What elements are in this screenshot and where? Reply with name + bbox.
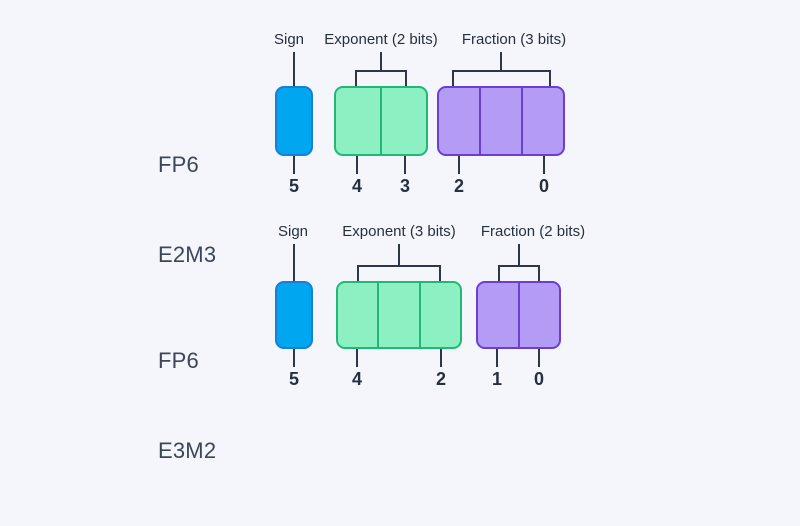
row2-bitnum-0: 0	[533, 369, 545, 389]
row1-fraction-bit-0[interactable]	[521, 88, 563, 154]
row2-bitnum-5: 5	[288, 369, 300, 389]
row2-fraction-box[interactable]	[476, 281, 561, 349]
row2-fraction-bracket-stem	[518, 244, 520, 265]
row1-bitnum-2: 2	[453, 176, 465, 196]
row1-bitnum-3: 3	[399, 176, 411, 196]
row1-sign-bit-5[interactable]	[277, 88, 311, 154]
row2-fraction-bit-1[interactable]	[478, 283, 518, 347]
row1-tick-bit-3	[404, 156, 406, 174]
row2-fraction-bit-0[interactable]	[517, 283, 560, 347]
row2-tick-bit-4	[356, 349, 358, 367]
row1-sign-box[interactable]	[275, 86, 313, 156]
row1-exponent-bracket-stem	[380, 52, 382, 70]
row1-tick-bit-5	[293, 156, 295, 174]
row-label-fp6-e3m2: FP6 E3M2	[158, 286, 216, 526]
row1-exponent-bracket	[355, 70, 407, 86]
row2-tick-bit-2	[440, 349, 442, 367]
row1-sign-leader-line	[293, 52, 295, 86]
row1-sign-title: Sign	[273, 31, 305, 48]
row2-exponent-bit-3[interactable]	[377, 283, 418, 347]
row2-bitnum-2: 2	[435, 369, 447, 389]
row2-exponent-bracket	[357, 265, 441, 281]
row2-sign-bit-5[interactable]	[277, 283, 311, 347]
row2-sign-title: Sign	[277, 223, 309, 240]
row1-tick-bit-2	[458, 156, 460, 174]
row2-sign-leader-line	[293, 244, 295, 281]
row1-exponent-title: Exponent (2 bits)	[324, 31, 438, 48]
diagram-canvas: FP6 E2M3 Sign Exponent (2 bits) Fraction…	[158, 31, 586, 463]
row2-label-line1: FP6	[158, 348, 199, 373]
row2-exponent-box[interactable]	[336, 281, 462, 349]
row2-bitnum-4: 4	[351, 369, 363, 389]
row2-fraction-bracket	[498, 265, 540, 281]
row1-exponent-box[interactable]	[334, 86, 428, 156]
row2-bitnum-1: 1	[491, 369, 503, 389]
row2-exponent-bracket-stem	[398, 244, 400, 265]
row1-fraction-bit-1[interactable]	[479, 88, 521, 154]
row1-tick-bit-4	[356, 156, 358, 174]
row2-exponent-bit-4[interactable]	[338, 283, 377, 347]
row-label-fp6-e2m3: FP6 E2M3	[158, 90, 216, 330]
row1-fraction-bracket	[452, 70, 551, 86]
row1-exponent-bit-3[interactable]	[380, 88, 426, 154]
row2-label-line2: E3M2	[158, 438, 217, 463]
row1-fraction-bit-2[interactable]	[439, 88, 479, 154]
row2-tick-bit-5	[293, 349, 295, 367]
row1-label-line1: FP6	[158, 152, 199, 177]
row2-tick-bit-1	[496, 349, 498, 367]
row1-fraction-box[interactable]	[437, 86, 565, 156]
row1-fraction-title: Fraction (3 bits)	[461, 31, 567, 48]
row2-tick-bit-0	[538, 349, 540, 367]
row1-tick-bit-0	[543, 156, 545, 174]
row1-bitnum-5: 5	[288, 176, 300, 196]
row1-bitnum-0: 0	[538, 176, 550, 196]
row2-exponent-title: Exponent (3 bits)	[342, 223, 456, 240]
row2-exponent-bit-2[interactable]	[418, 283, 460, 347]
row1-bitnum-4: 4	[351, 176, 363, 196]
row2-sign-box[interactable]	[275, 281, 313, 349]
row2-fraction-title: Fraction (2 bits)	[480, 223, 586, 240]
row1-exponent-bit-4[interactable]	[336, 88, 380, 154]
row1-label-line2: E2M3	[158, 242, 217, 267]
row1-fraction-bracket-stem	[500, 52, 502, 70]
